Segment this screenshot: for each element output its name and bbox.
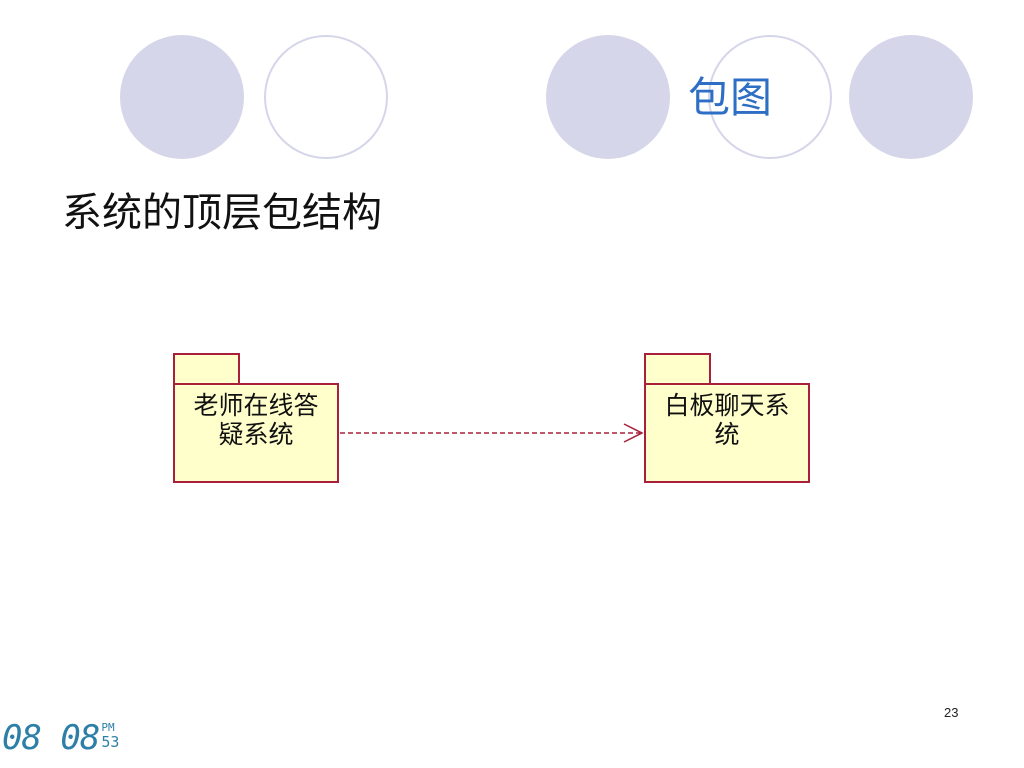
clock-side: PM 53 xyxy=(101,722,119,751)
clock-ampm: PM xyxy=(101,721,115,734)
page-number: 23 xyxy=(944,705,959,720)
package-name-line: 统 xyxy=(714,420,740,449)
slide-subtitle: 系统的顶层包结构 xyxy=(62,190,382,236)
dependency-arrowhead xyxy=(623,423,644,443)
clock-time: 08 08 xyxy=(2,718,100,758)
clock-widget: 08 08 PM 53 xyxy=(2,718,119,760)
clock-seconds: 53 xyxy=(101,733,120,751)
package-name: 白板聊天系 统 xyxy=(655,391,800,449)
package-body: 白板聊天系 统 xyxy=(644,383,810,483)
package-name: 老师在线答 疑系统 xyxy=(181,391,331,449)
package-name-line: 老师在线答 xyxy=(193,391,319,420)
slide-title: 包图 xyxy=(688,73,773,122)
package-tab xyxy=(644,353,711,385)
decorative-circle-filled xyxy=(849,35,973,159)
package-name-line: 白板聊天系 xyxy=(664,391,790,420)
package-name-line: 疑系统 xyxy=(218,420,294,449)
package-body: 老师在线答 疑系统 xyxy=(173,383,339,483)
decorative-circle-filled xyxy=(546,35,670,159)
decorative-circle-outline xyxy=(264,35,388,159)
decorative-circle-outline xyxy=(708,35,832,159)
decorative-circle-filled xyxy=(120,35,244,159)
